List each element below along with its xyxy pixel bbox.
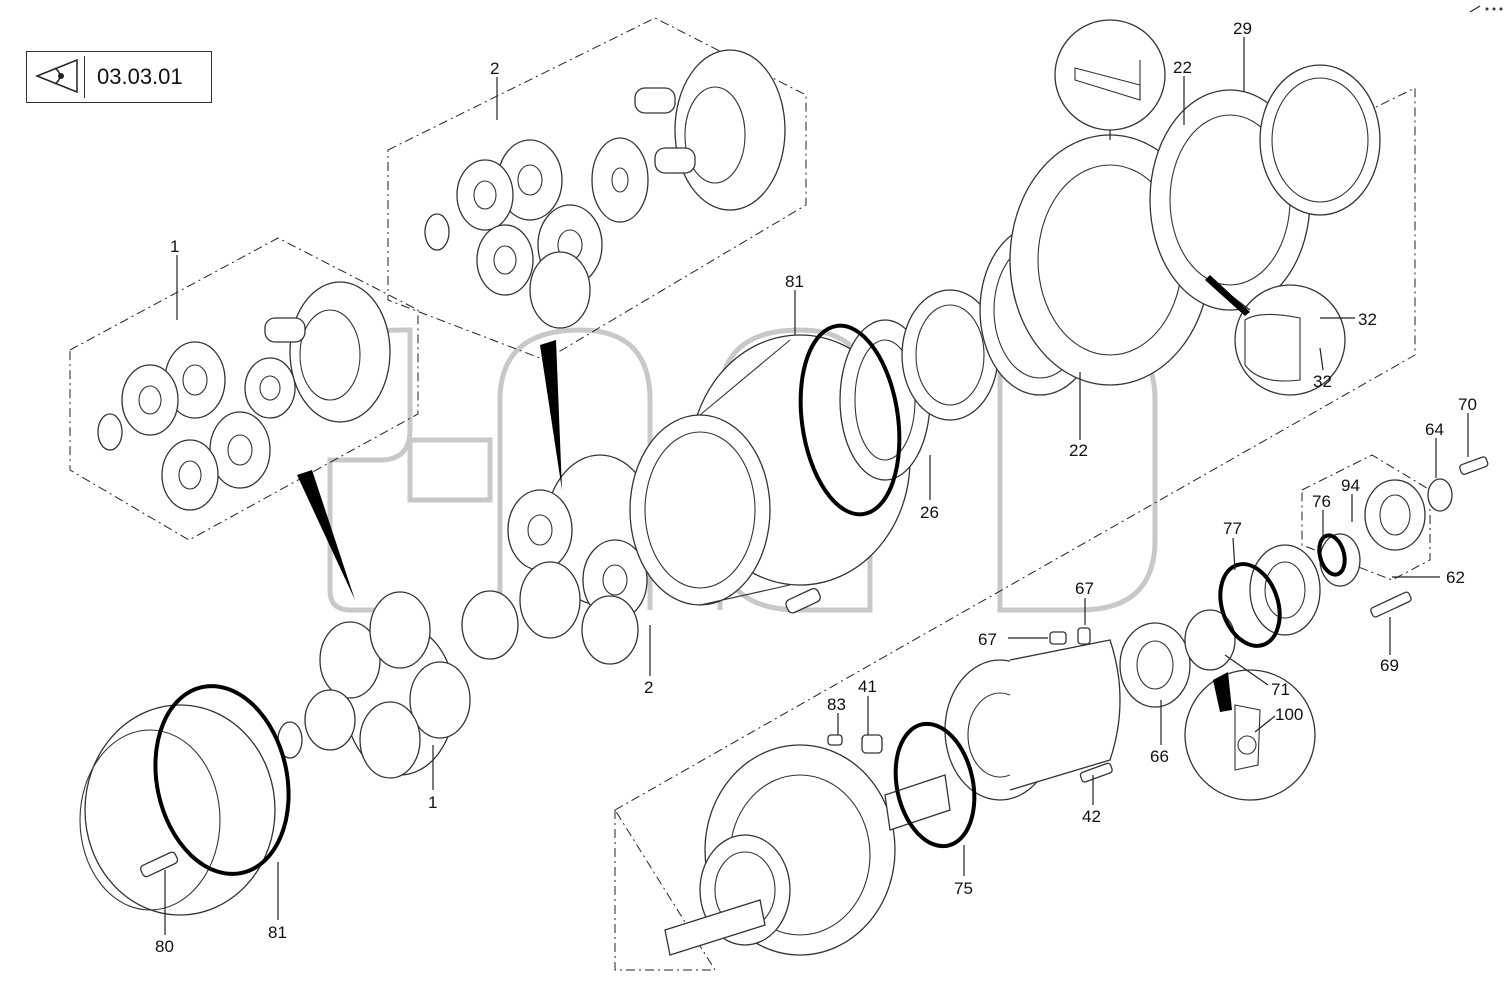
callout-labels: 1 2 29 22 81 32 32 22 26 70 64 94 76 77 … bbox=[155, 19, 1477, 956]
o-rings bbox=[153, 323, 1347, 876]
callout-29: 29 bbox=[1233, 19, 1252, 38]
callout-67: 67 bbox=[1075, 579, 1094, 598]
callout-1: 1 bbox=[428, 793, 437, 812]
callout-22: 22 bbox=[1173, 58, 1192, 77]
callout-62: 62 bbox=[1446, 568, 1465, 587]
leader-lines bbox=[164, 37, 1469, 935]
callout-22: 22 bbox=[1069, 441, 1088, 460]
callout-69: 69 bbox=[1380, 656, 1399, 675]
callout-81: 81 bbox=[785, 272, 804, 291]
main-hub bbox=[839, 64, 1381, 481]
callout-32: 32 bbox=[1313, 372, 1332, 391]
callout-76: 76 bbox=[1312, 492, 1331, 511]
callout-64: 64 bbox=[1425, 420, 1444, 439]
detail-circles bbox=[1054, 19, 1346, 801]
callout-66: 66 bbox=[1150, 747, 1169, 766]
view-direction-icon bbox=[31, 56, 85, 98]
planet-carrier-2 bbox=[424, 49, 786, 329]
callout-77: 77 bbox=[1223, 519, 1242, 538]
callout-2: 2 bbox=[490, 59, 499, 78]
callout-67: 67 bbox=[978, 630, 997, 649]
callout-70: 70 bbox=[1458, 395, 1477, 414]
callout-75: 75 bbox=[954, 879, 973, 898]
callout-83: 83 bbox=[827, 695, 846, 714]
callout-94: 94 bbox=[1341, 476, 1360, 495]
callout-2: 2 bbox=[644, 678, 653, 697]
planet-carrier-1 bbox=[97, 281, 391, 511]
callout-80: 80 bbox=[155, 937, 174, 956]
output-shaft-housing bbox=[664, 744, 951, 956]
callout-26: 26 bbox=[920, 503, 939, 522]
corner-marker bbox=[1469, 5, 1503, 13]
group-boundaries bbox=[69, 17, 1431, 971]
callout-41: 41 bbox=[858, 677, 877, 696]
callout-1: 1 bbox=[170, 237, 179, 256]
lower-assembly bbox=[827, 456, 1489, 801]
middle-gear-set bbox=[461, 454, 656, 665]
callout-42: 42 bbox=[1082, 807, 1101, 826]
reference-box: 03.03.01 bbox=[26, 51, 212, 103]
callout-71: 71 bbox=[1271, 680, 1290, 699]
wedges bbox=[297, 275, 1250, 712]
reference-code: 03.03.01 bbox=[97, 64, 183, 89]
callout-32: 32 bbox=[1358, 310, 1377, 329]
callout-100: 100 bbox=[1275, 705, 1303, 724]
callout-81: 81 bbox=[268, 923, 287, 942]
end-cap bbox=[79, 591, 471, 916]
